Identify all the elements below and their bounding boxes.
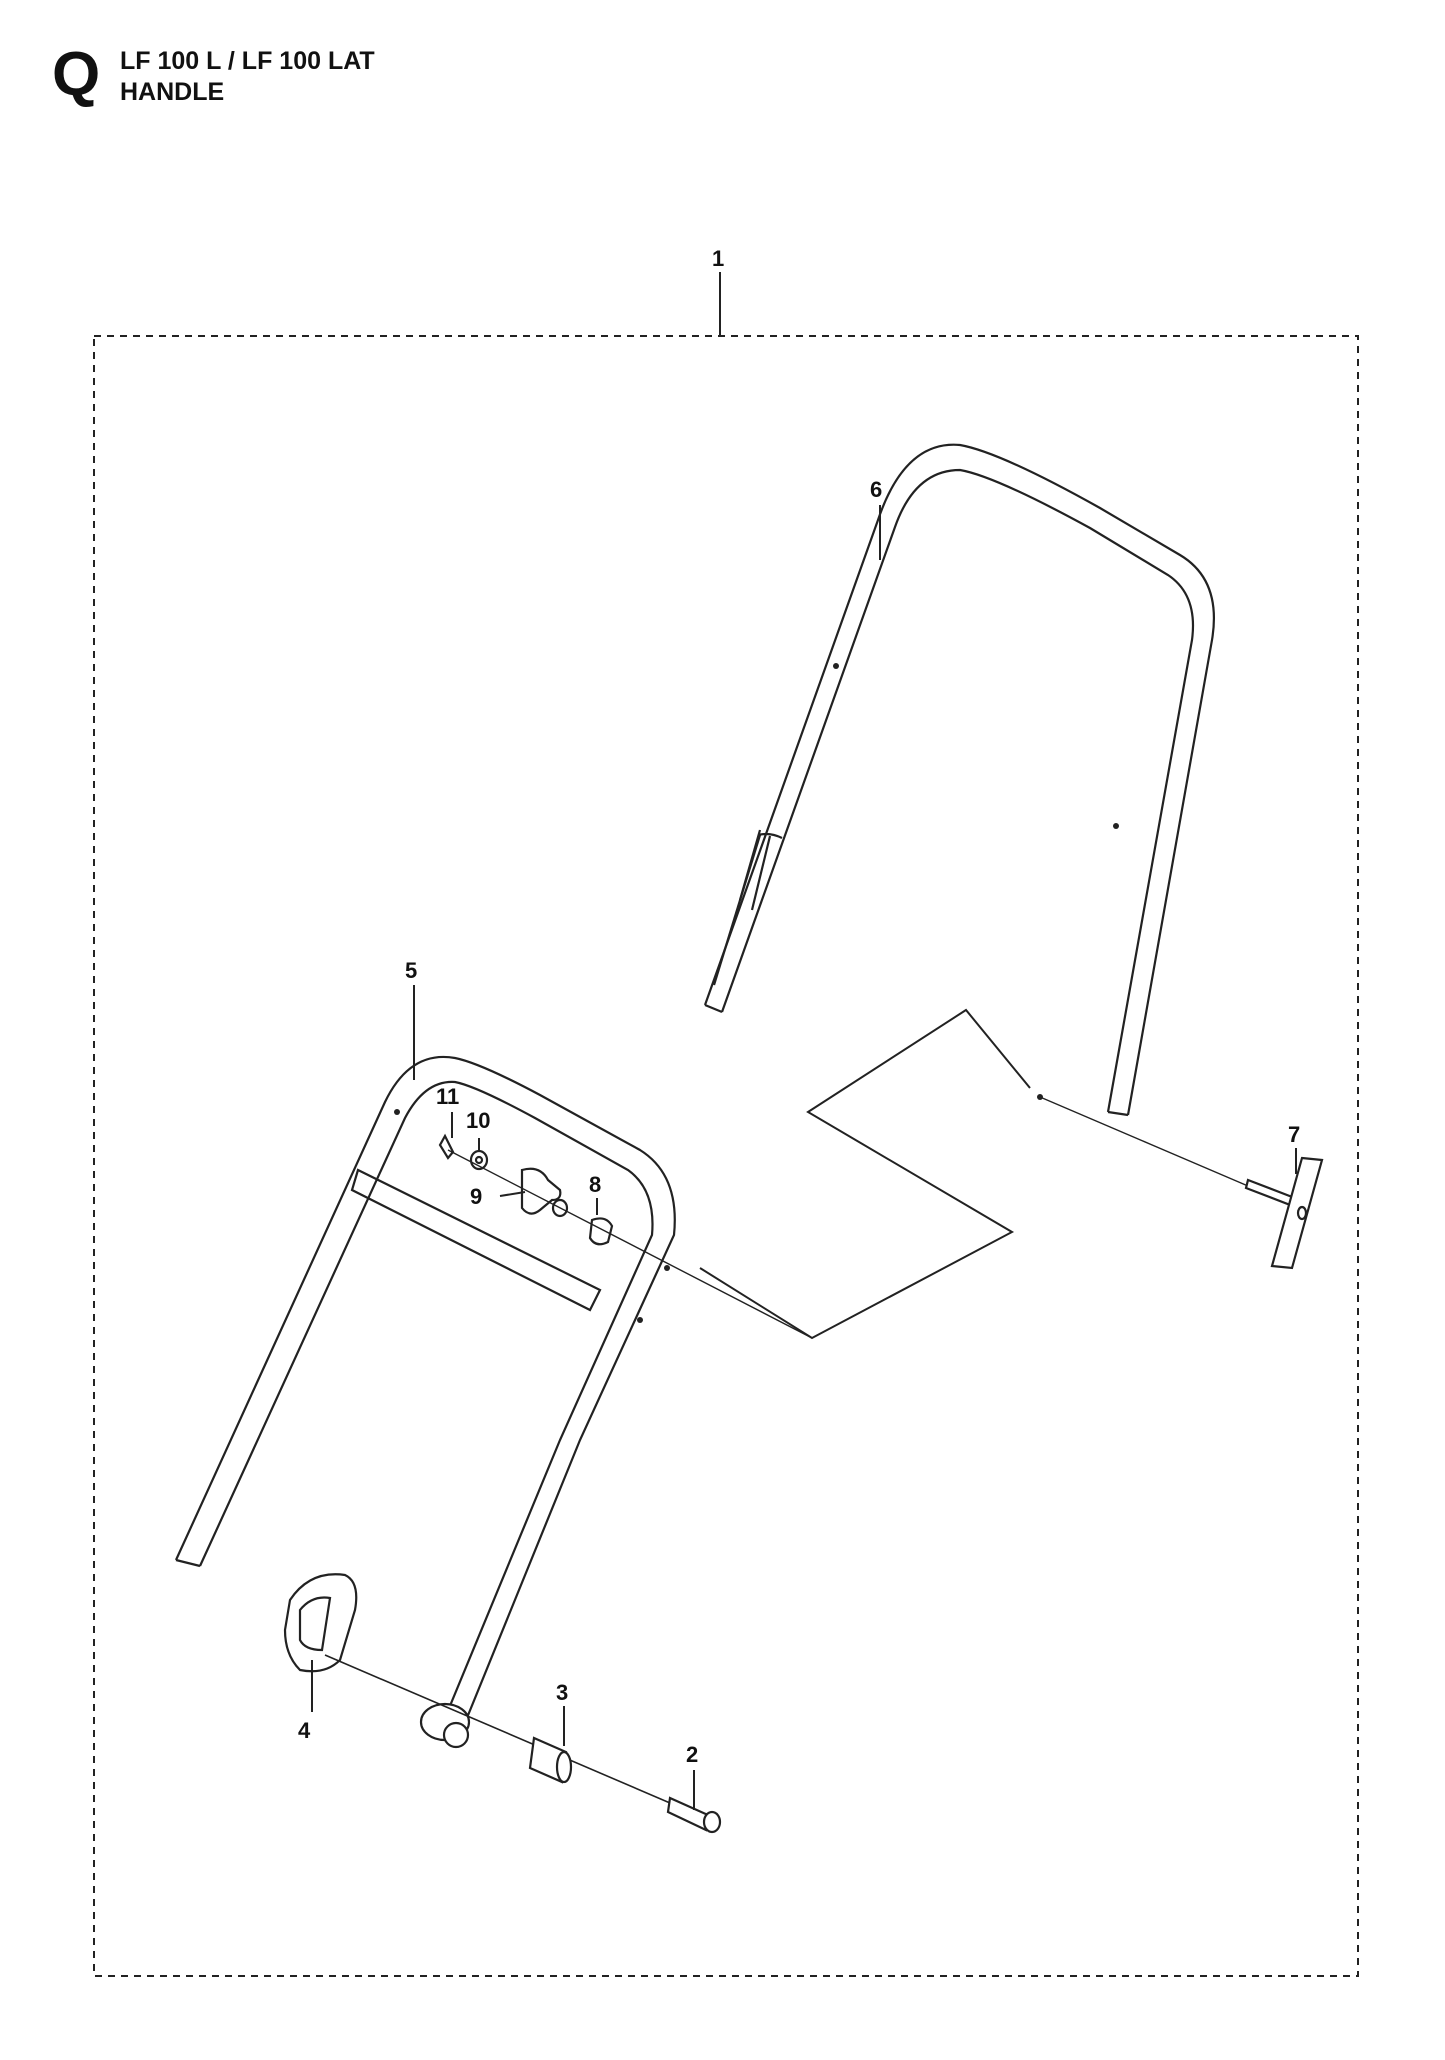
- upper-handle-hole-2: [1113, 823, 1119, 829]
- lower-handle-hole-1: [394, 1109, 400, 1115]
- title-block: LF 100 L / LF 100 LAT HANDLE: [120, 46, 720, 108]
- assembly-frame: [93, 335, 1359, 1977]
- lower-handle-hole-2: [664, 1265, 670, 1271]
- pivot-boss: [419, 1702, 471, 1749]
- instruction-sheet: [476, 1010, 1015, 1338]
- upper-handle: [703, 443, 1216, 1117]
- axis-leader-pin: [1039, 1096, 1249, 1187]
- section-letter: Q: [52, 40, 101, 109]
- callout-1: 1: [712, 246, 724, 271]
- callout-5: 5: [405, 958, 417, 983]
- lower-handle: [174, 1055, 676, 1736]
- callout-3: 3: [556, 1680, 568, 1705]
- lower-handle-hole-3: [637, 1317, 643, 1323]
- spacer-part: [528, 1736, 573, 1784]
- axis-leader-knob: [447, 1149, 813, 1339]
- t-pin-part: [1244, 1156, 1324, 1270]
- callout-9: 9: [470, 1184, 482, 1209]
- callout-2: 2: [686, 1742, 698, 1767]
- leader-line-9: [499, 1191, 526, 1197]
- knob-assembly: [438, 1133, 614, 1246]
- cover-part: [283, 1573, 358, 1673]
- callout-11: 11: [436, 1084, 459, 1109]
- model-title: LF 100 L / LF 100 LAT: [120, 47, 375, 75]
- upper-handle-hole-1: [833, 663, 839, 669]
- callout-8: 8: [589, 1172, 601, 1197]
- callout-10: 10: [466, 1108, 490, 1133]
- callout-7: 7: [1288, 1122, 1300, 1147]
- bolt-part: [666, 1796, 722, 1834]
- callout-4: 4: [298, 1718, 311, 1743]
- callout-6: 6: [870, 477, 882, 502]
- axis-leader-lower: [324, 1654, 706, 1819]
- sheet-outline: [699, 1008, 1031, 1340]
- part-group-title: HANDLE: [120, 78, 225, 106]
